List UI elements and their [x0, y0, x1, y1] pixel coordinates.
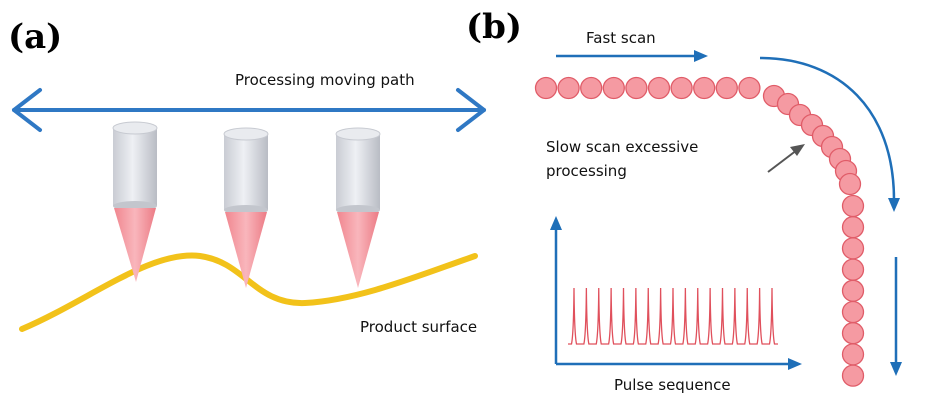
- processing-path-arrow: [12, 88, 486, 132]
- laser-spot: [625, 76, 648, 100]
- laser-spot: [580, 76, 603, 100]
- pulse-axes: [550, 216, 802, 370]
- corner-direction-arrow: [759, 56, 900, 212]
- laser-spot: [602, 76, 625, 100]
- laser-spot: [647, 76, 671, 100]
- fast-scan-arrow: [556, 50, 708, 62]
- laser-spot: [738, 76, 761, 100]
- panel-b: (b) Fast scan Slow scan excessive proces…: [466, 7, 902, 394]
- slow-scan-label-line2: processing: [546, 162, 627, 180]
- laser-spot: [841, 216, 865, 239]
- laser-spot: [841, 194, 865, 218]
- laser-spot: [841, 343, 865, 366]
- fast-scan-label: Fast scan: [586, 29, 656, 47]
- laser-spot: [693, 76, 716, 100]
- pulse-waveform: [568, 287, 778, 345]
- laser-spot: [841, 279, 865, 302]
- laser-spot: [841, 300, 865, 324]
- tool-3: [335, 127, 381, 288]
- laser-spot: [841, 258, 865, 281]
- processing-path-label: Processing moving path: [235, 71, 415, 89]
- laser-spot: [841, 237, 865, 260]
- tool-2: [223, 127, 269, 288]
- panel-a: (a) Processing moving path Product surfa…: [8, 17, 486, 336]
- panel-b-label: (b): [466, 7, 522, 47]
- pulse-sequence-label: Pulse sequence: [614, 376, 731, 394]
- tool-1: [112, 121, 158, 282]
- laser-spot: [841, 322, 865, 345]
- product-surface-label: Product surface: [360, 318, 477, 336]
- laser-spot: [670, 76, 693, 100]
- laser-spot: [838, 172, 862, 196]
- panel-a-label: (a): [8, 17, 62, 57]
- slow-scan-label-line1: Slow scan excessive: [546, 138, 698, 156]
- laser-spot: [557, 76, 580, 100]
- laser-spot: [534, 76, 558, 100]
- slow-scan-down-arrow: [890, 257, 902, 376]
- laser-spot: [841, 364, 865, 387]
- pulse-train: [568, 287, 778, 345]
- excessive-processing-pointer-arrow: [767, 144, 805, 173]
- laser-spot: [715, 76, 738, 100]
- laser-spot-group: [534, 76, 865, 387]
